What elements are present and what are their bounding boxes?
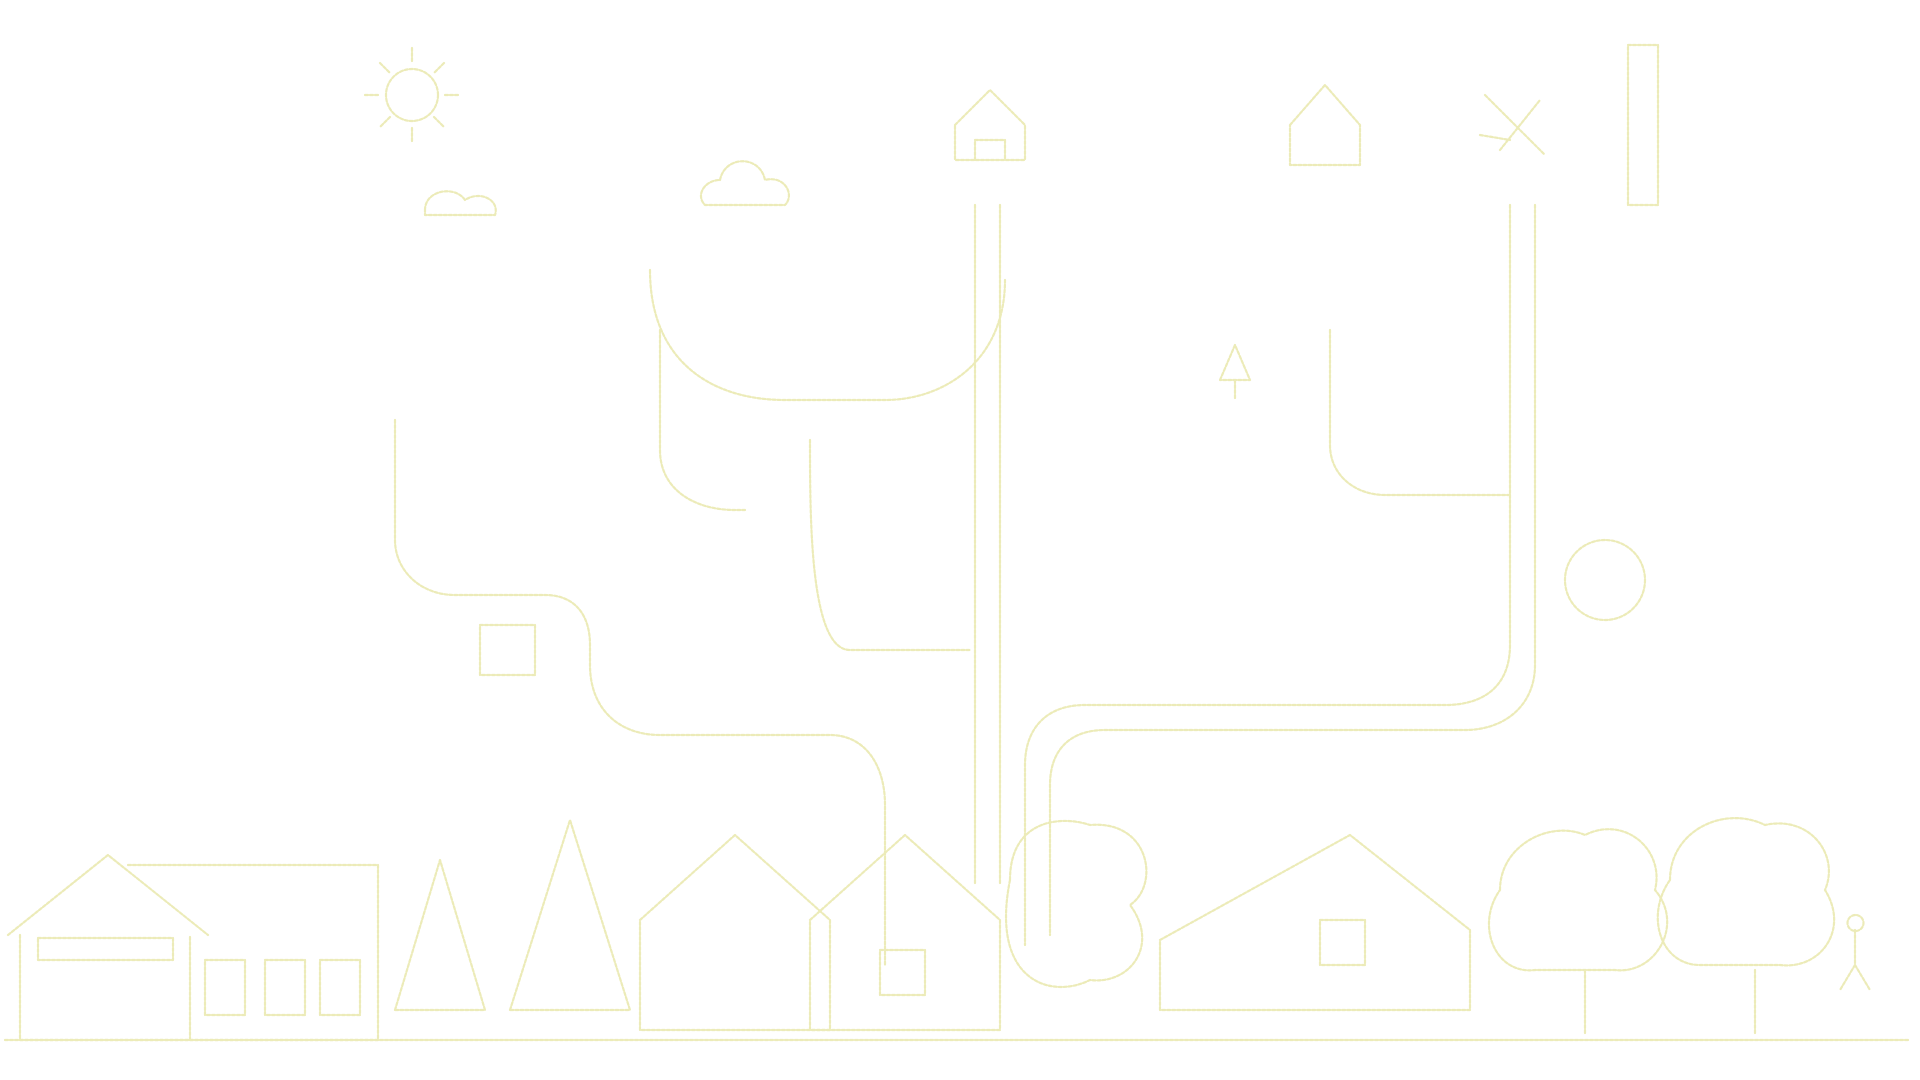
- shop-building: [6, 853, 380, 1042]
- badge-icon: [1563, 538, 1647, 622]
- sun-icon: [363, 46, 461, 144]
- cloud-icon: [423, 190, 497, 217]
- house-icon: [1158, 833, 1472, 1012]
- tree-icon: [1487, 828, 1669, 1037]
- road-path: [973, 203, 1002, 887]
- tree-icon: [1218, 343, 1252, 402]
- frame-icon: [478, 623, 537, 677]
- person-icon: [1838, 913, 1872, 992]
- vertical-sign: [1626, 43, 1660, 207]
- house-icon: [638, 833, 832, 1032]
- tree-icon: [1656, 816, 1836, 1037]
- road-path: [1023, 203, 1512, 947]
- cloud-icon: [699, 160, 790, 207]
- line-art: [3, 43, 1912, 1042]
- road-path: [1048, 203, 1537, 937]
- tree-icon: [1004, 819, 1148, 988]
- house-icon: [953, 88, 1027, 162]
- house-icon: [808, 833, 1002, 1032]
- road-path: [808, 438, 972, 652]
- tree-icon: [393, 818, 632, 1012]
- house-icon: [1288, 83, 1362, 167]
- airplane-icon: [1478, 93, 1547, 157]
- road-path: [648, 268, 1007, 512]
- road-path: [393, 418, 887, 967]
- road-path: [1328, 328, 1512, 497]
